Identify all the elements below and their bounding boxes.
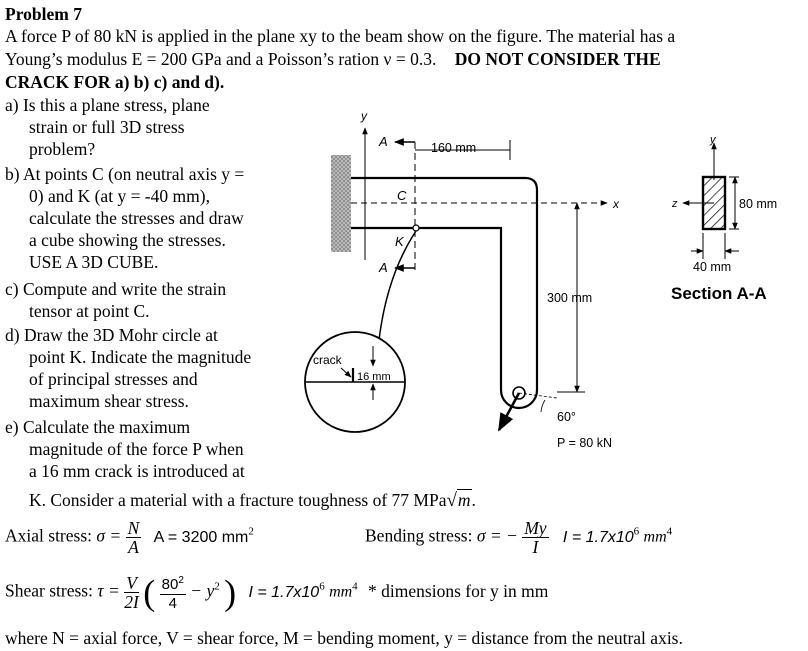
section-z-label: z bbox=[671, 198, 678, 210]
x-axis-label: x bbox=[612, 197, 620, 211]
sqrt-unit: m bbox=[456, 489, 472, 510]
label-a-bottom: A bbox=[378, 260, 388, 275]
inertia2-value: I = 1.7x10 bbox=[248, 583, 320, 601]
dimension-note: * dimensions for y in mm bbox=[368, 580, 549, 601]
shear-inner-den: 4 bbox=[168, 595, 177, 612]
question-d-line: d) Draw the 3D Mohr circle at bbox=[5, 325, 218, 345]
axial-numerator: N bbox=[125, 518, 142, 538]
force-label: P = 80 kN bbox=[557, 436, 612, 450]
inertia2-exp2: 4 bbox=[352, 580, 358, 593]
question-b-line: 0) and K (at y = -40 mm), bbox=[29, 186, 210, 206]
axial-denominator: A bbox=[128, 537, 139, 557]
question-c: c) Compute and write the strain tensor a… bbox=[5, 278, 226, 322]
question-e-last-text: K. Consider a material with a fracture t… bbox=[29, 490, 447, 510]
crack-label: crack bbox=[313, 353, 343, 367]
question-b: b) At points C (on neutral axis y = 0) a… bbox=[5, 163, 244, 273]
beam-outline bbox=[351, 176, 539, 390]
bending-numerator: My bbox=[522, 518, 549, 538]
shear-label: Shear stress: bbox=[5, 580, 93, 601]
dim-300-label: 300 mm bbox=[547, 291, 592, 305]
intro-line-2: Young’s modulus E = 200 GPa and a Poisso… bbox=[5, 48, 661, 70]
wall-support bbox=[331, 155, 351, 252]
question-e-line: e) Calculate the maximum bbox=[5, 417, 191, 437]
question-d-line: maximum shear stress. bbox=[29, 391, 189, 411]
question-b-line: a cube showing the stresses. bbox=[29, 230, 226, 250]
question-e: e) Calculate the maximum magnitude of th… bbox=[5, 416, 245, 482]
section-height-label: 80 mm bbox=[739, 197, 777, 211]
question-b-line: b) At points C (on neutral axis y = bbox=[5, 164, 245, 184]
axial-label: Axial stress: bbox=[5, 525, 93, 546]
shear-numerator: V bbox=[124, 573, 139, 593]
paren-close-icon: ) bbox=[224, 572, 237, 613]
shear-minus-exp: 2 bbox=[214, 580, 220, 593]
question-e-end: . bbox=[471, 490, 476, 510]
shear-minus-y: − y bbox=[190, 580, 215, 601]
inertia2-exp1: 6 bbox=[319, 580, 325, 593]
area-exp: 2 bbox=[248, 525, 254, 538]
label-c: C bbox=[397, 188, 407, 203]
area-value: A = 3200 mm bbox=[153, 528, 249, 546]
question-d-line: point K. Indicate the magnitude bbox=[29, 347, 252, 367]
where-note: where N = axial force, V = shear force, … bbox=[5, 628, 683, 648]
label-k: K bbox=[395, 234, 405, 249]
dim-160-label: 160 mm bbox=[431, 141, 476, 155]
question-a-line: strain or full 3D stress bbox=[29, 117, 185, 137]
question-e-line: a 16 mm crack is introduced at bbox=[29, 461, 245, 481]
inertia-value: I = 1.7x10 bbox=[562, 528, 634, 546]
section-title: Section A-A bbox=[671, 284, 767, 303]
shear-inner-num-exp: 2 bbox=[178, 575, 184, 586]
inertia2-unit: mm bbox=[329, 583, 353, 601]
section-y-label: y bbox=[709, 135, 717, 146]
question-e-line: magnitude of the force P when bbox=[29, 439, 244, 459]
question-e-last-line: K. Consider a material with a fracture t… bbox=[29, 489, 476, 512]
intro-line-2b: DO NOT CONSIDER THE bbox=[454, 49, 661, 69]
question-a: a) Is this a plane stress, plane strain … bbox=[5, 94, 210, 160]
bending-eq: σ = − bbox=[476, 525, 518, 546]
sqrt-icon: √ bbox=[446, 490, 457, 511]
paren-open-icon: ( bbox=[143, 572, 156, 613]
question-d: d) Draw the 3D Mohr circle at point K. I… bbox=[5, 324, 251, 412]
shear-inner-num: 80 bbox=[161, 576, 179, 593]
question-b-line: USE A 3D CUBE. bbox=[29, 252, 159, 272]
point-k-marker bbox=[412, 224, 420, 232]
intro-line-1: A force P of 80 kN is applied in the pla… bbox=[5, 26, 676, 46]
y-axis-label: y bbox=[360, 109, 368, 123]
question-d-line: of principal stresses and bbox=[29, 369, 198, 389]
inertia-unit: mm bbox=[643, 528, 667, 546]
question-b-line: calculate the stresses and draw bbox=[29, 208, 244, 228]
sigma-eq: σ = bbox=[96, 525, 122, 546]
section-figure: y z 80 mm 40 mm bbox=[671, 135, 777, 274]
section-width-label: 40 mm bbox=[693, 260, 731, 274]
problem-title: Problem 7 bbox=[5, 4, 82, 24]
question-c-line: c) Compute and write the strain bbox=[5, 279, 227, 299]
shear-denominator: 2I bbox=[124, 592, 139, 612]
detail-leader bbox=[368, 230, 417, 359]
question-a-line: a) Is this a plane stress, plane bbox=[5, 95, 210, 115]
intro-line-3: CRACK FOR a) b) c) and d). bbox=[5, 72, 225, 92]
question-a-line: problem? bbox=[29, 139, 96, 159]
bending-denominator: I bbox=[532, 537, 539, 557]
question-c-line: tensor at point C. bbox=[29, 301, 150, 321]
angle-label: 60° bbox=[557, 410, 576, 424]
bending-label: Bending stress: bbox=[365, 525, 473, 546]
tau-eq: τ = bbox=[97, 580, 120, 601]
angle-reference bbox=[518, 392, 558, 399]
beam-figure: y x A A C K 160 mm 300 mm 60° P = 80 kN … bbox=[304, 109, 620, 450]
label-a-top: A bbox=[378, 134, 388, 149]
intro-line-2a: Young’s modulus E = 200 GPa and a Poisso… bbox=[5, 49, 437, 69]
inertia-exp1: 6 bbox=[633, 525, 640, 538]
inertia-exp2: 4 bbox=[666, 525, 673, 538]
force-arrow bbox=[497, 392, 521, 432]
crack-dim-label: 16 mm bbox=[357, 371, 391, 383]
